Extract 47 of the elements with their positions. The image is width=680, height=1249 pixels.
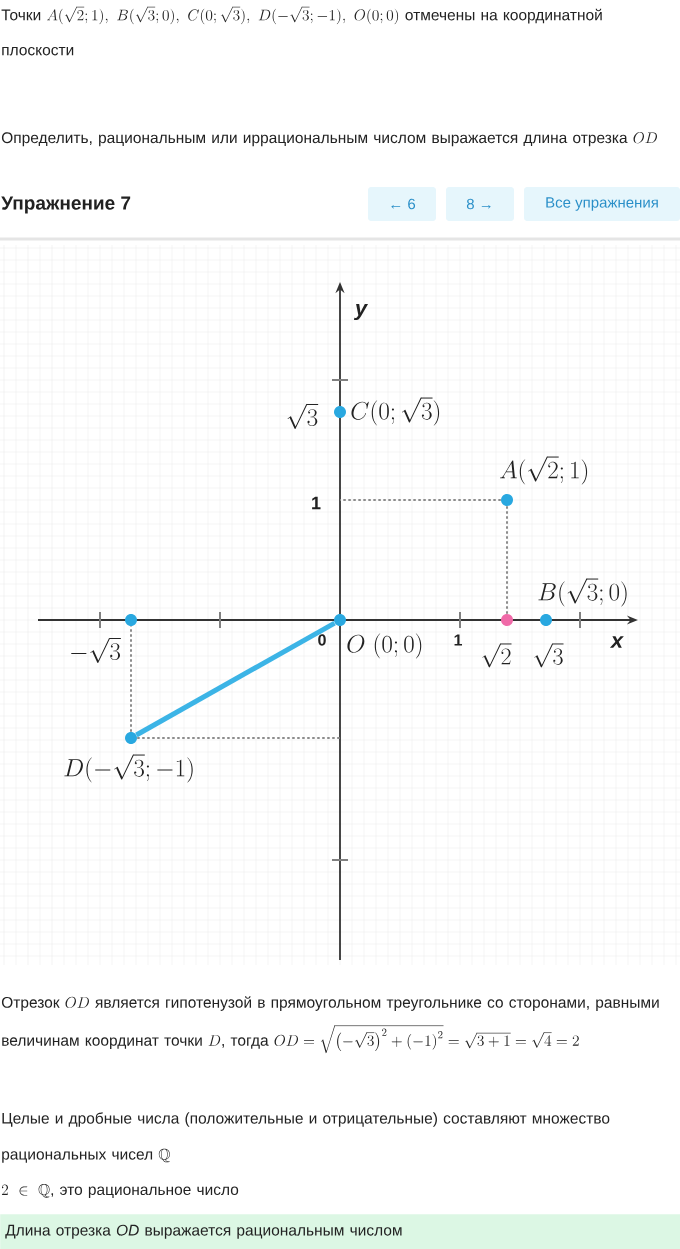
point — [334, 614, 346, 626]
note-text: Целые и дробные числа (положительные и отрицательные) составляют множество рациональных чисел $\mathbb{Q}$ — [2, 1112, 610, 1163]
label: $A(\sqrt{2};1),\ B(\sqrt{3};0),\ C(0;\sqrt{3}),\ D(-\sqrt{3};-1),\ O(0;0)$ — [46, 6, 399, 25]
heading: Упражнение 7 — [1, 196, 131, 214]
point — [501, 494, 513, 506]
tick-label: $\sqrt{3}$ — [287, 404, 319, 429]
point — [125, 614, 137, 626]
answer-banner: Длина отрезка OD выражается рациональным числом — [0, 1214, 680, 1249]
label: , тогда — [222, 1037, 269, 1049]
point-label: $B(\sqrt{3};0)$ — [538, 578, 627, 607]
label: отмечены на координатной — [405, 8, 602, 24]
point — [334, 406, 346, 418]
segment — [135, 620, 336, 738]
point-label: $C(0;\sqrt{3})$ — [351, 397, 440, 426]
label: $D$ — [208, 1035, 221, 1046]
point — [540, 614, 552, 626]
point-label: $O\ (0;0)$ — [347, 633, 422, 659]
projection-line — [136, 737, 341, 739]
point-label: $A(\sqrt{2};1)$ — [500, 456, 588, 485]
label: величинам координат точки — [2, 1037, 202, 1049]
nav-button: 8 → — [446, 187, 514, 221]
intro-text: Точки $A(\sqrt{2};1),\ B(\sqrt{3};0),\ C(0;\sqrt{3}),\ D(-\sqrt{3};-1),\ O(0;0)$ отмечены на координатной плоскости — [1, 6, 602, 56]
solution-text: Отрезок $OD$ является гипотенузой в прямоугольном треугольнике со сторонами, равными величинам координат точки $D$, тогда $OD=\sqrt{\left(-\sqrt{3}\right)^2+\left(-1\right)^2}=\sqrt{3+1}=\sqrt{4}=2$ — [1, 996, 659, 1054]
tick-label: $\sqrt{2}$ — [482, 643, 512, 668]
tick-label: 1 — [454, 634, 462, 646]
label: Отрезок — [1, 996, 60, 1011]
tick-label: 0 — [318, 634, 326, 646]
nav-button: Все упражнения — [524, 187, 680, 221]
label: Точки — [1, 9, 41, 21]
point-label: $D(-\sqrt{3};-1)$ — [64, 754, 193, 783]
projection-line — [130, 625, 132, 733]
label: $OD$ — [65, 996, 89, 1009]
label: плоскости — [2, 46, 74, 56]
task-text: Определить, рациональным или иррациональным числом выражается длина отрезка $OD$ — [1, 132, 657, 147]
nav-button: ← 6 — [368, 187, 436, 221]
axis-label: x — [609, 636, 624, 648]
point — [125, 732, 137, 744]
conclusion-text: $2\ \in\ \mathbb{Q}$, это рациональное число — [1, 1183, 239, 1199]
projection-line — [339, 499, 502, 501]
projection-line — [506, 505, 508, 615]
tick-label: $\sqrt{3}$ — [534, 643, 564, 668]
tick-label: $-\sqrt{3}$ — [71, 638, 121, 663]
axis-label: y — [354, 303, 369, 321]
tick-label: 1 — [312, 496, 321, 510]
label: является гипотенузой в прямоугольном треугольнике со сторонами, равными — [95, 996, 659, 1011]
point — [501, 614, 513, 626]
label: $OD=\sqrt{\left(-\sqrt{3}\right)^2+\left(-1\right)^2}=\sqrt{3+1}=\sqrt{4}=2$ — [274, 1025, 579, 1054]
